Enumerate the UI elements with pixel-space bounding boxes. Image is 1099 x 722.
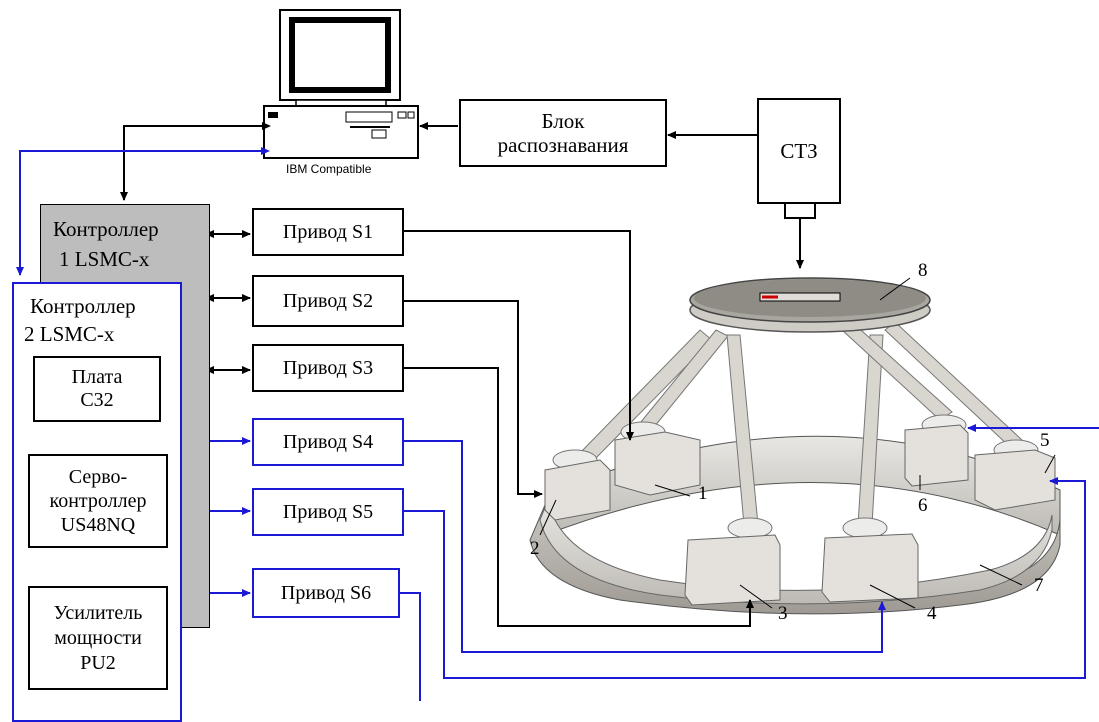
vision-system-block: СТЗ xyxy=(757,98,841,204)
platform-label-1: 1 xyxy=(698,483,708,504)
recognition-block: Блок распознавания xyxy=(459,99,667,167)
board-c32: Плата C32 xyxy=(33,356,161,422)
platform-label-7: 7 xyxy=(1034,575,1044,596)
power-amplifier: Усилитель мощности PU2 xyxy=(28,586,168,690)
platform-label-6: 6 xyxy=(918,495,928,516)
controller-2-title: Контроллер xyxy=(30,294,136,318)
drive-s2: Привод S2 xyxy=(252,275,404,327)
platform-label-3: 3 xyxy=(778,603,788,624)
drive-s1: Привод S1 xyxy=(252,208,404,256)
controller-2-model: 2 LSMC-x xyxy=(24,322,115,346)
hexapod-platform xyxy=(529,277,1061,615)
drive-s6: Привод S6 xyxy=(252,568,400,618)
servo-controller: Серво- контроллер US48NQ xyxy=(28,454,168,548)
drive-s3: Привод S3 xyxy=(252,344,404,392)
diagram: IBM Compatible Блок распознавания СТЗ Ко… xyxy=(12,9,1099,722)
computer-icon xyxy=(263,9,419,159)
platform-label-4: 4 xyxy=(927,603,937,624)
platform-label-2: 2 xyxy=(530,538,540,559)
controller-1-title: Контроллер xyxy=(53,217,159,241)
drive-s4: Привод S4 xyxy=(252,418,404,466)
drive-s5: Привод S5 xyxy=(252,488,404,536)
connections-and-platform xyxy=(16,9,1099,701)
computer-caption: IBM Compatible xyxy=(286,162,372,176)
controller-1-model: 1 LSMC-x xyxy=(59,247,150,271)
platform-label-8: 8 xyxy=(918,260,928,281)
platform-label-5: 5 xyxy=(1040,430,1050,451)
